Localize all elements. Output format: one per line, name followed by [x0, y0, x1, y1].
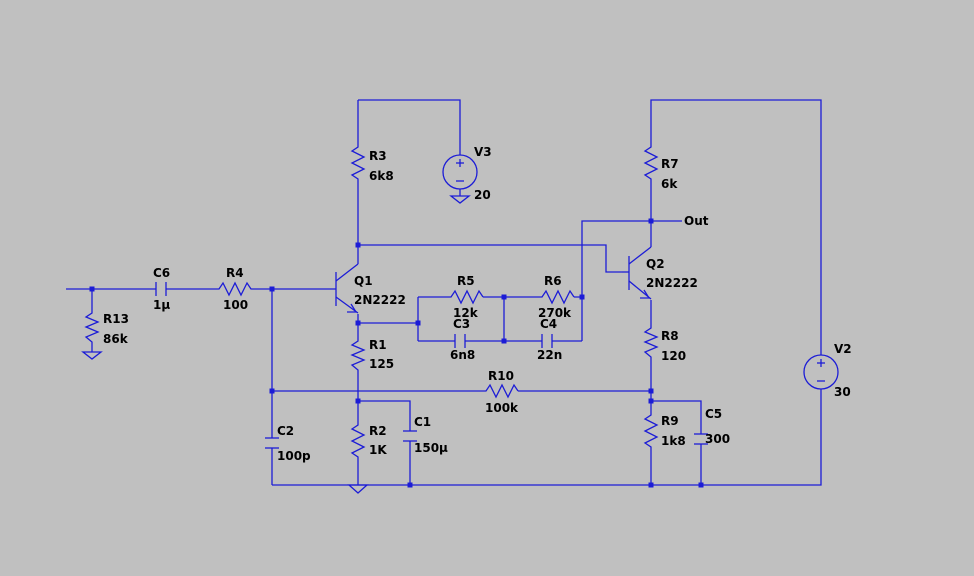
label-r4-name: R4: [226, 266, 244, 280]
label-r3-name: R3: [369, 149, 387, 163]
resistor-r6-symbol: [538, 289, 575, 305]
label-r2-name: R2: [369, 424, 387, 438]
label-c4-value: 22n: [537, 348, 562, 362]
transistor-q1-symbol: [330, 262, 359, 314]
label-q1-name: Q1: [354, 274, 373, 288]
label-r5-value: 12k: [453, 306, 479, 320]
transistor-q2-symbol: [622, 246, 652, 300]
resistor-r9-symbol: [643, 411, 659, 451]
junction-dot: [579, 294, 585, 300]
ground-icon: [347, 484, 369, 494]
ground-icon: [449, 195, 471, 204]
label-r7-name: R7: [661, 157, 679, 171]
junction-dot: [355, 398, 361, 404]
wire-c1-top: [358, 400, 411, 431]
label-c3-value: 6n8: [450, 348, 475, 362]
resistor-r10-symbol: [482, 383, 519, 399]
junction-dot: [648, 398, 654, 404]
label-c2-value: 100p: [277, 449, 311, 463]
component-labels: R3 6k8 V3 20 R7 6k Out C6 1µ R4 100 R13 …: [103, 145, 852, 463]
junctions: [89, 218, 704, 488]
label-r7-value: 6k: [661, 177, 678, 191]
label-q2-value: 2N2222: [646, 276, 698, 290]
label-c1-value: 150µ: [414, 441, 448, 455]
label-r9-name: R9: [661, 414, 679, 428]
label-r4-value: 100: [223, 298, 248, 312]
label-r13-name: R13: [103, 312, 129, 326]
junction-dot: [501, 338, 507, 344]
resistor-r8-symbol: [643, 325, 659, 365]
label-r8-value: 120: [661, 349, 686, 363]
junction-dot: [269, 286, 275, 292]
label-r3-value: 6k8: [369, 169, 394, 183]
junction-dot: [407, 482, 413, 488]
junction-dot: [698, 482, 704, 488]
voltage-source-v2-symbol: [803, 354, 839, 390]
label-r5-name: R5: [457, 274, 475, 288]
label-r1-name: R1: [369, 338, 387, 352]
wire-ground-rail: [272, 389, 822, 486]
label-r6-value: 270k: [538, 306, 572, 320]
label-c2-name: C2: [277, 424, 294, 438]
resistor-r3-symbol: [350, 143, 366, 183]
voltage-source-v3-symbol: [442, 153, 478, 196]
label-r13-value: 86k: [103, 332, 129, 346]
label-c4-name: C4: [540, 317, 557, 331]
resistor-r13-symbol: [84, 310, 100, 346]
label-q1-value: 2N2222: [354, 293, 406, 307]
label-r9-value: 1k8: [661, 434, 686, 448]
label-r10-name: R10: [488, 369, 514, 383]
capacitor-c6-symbol: [155, 282, 167, 296]
label-c5-value: 300: [705, 432, 730, 446]
label-r6-name: R6: [544, 274, 562, 288]
junction-dot: [89, 286, 95, 292]
capacitor-c4-symbol: [541, 334, 553, 348]
label-r8-name: R8: [661, 329, 679, 343]
resistor-r7-symbol: [643, 143, 659, 183]
wire-r3-top: [357, 99, 461, 153]
wire-r9-c5-top: [651, 400, 702, 434]
label-v2-value: 30: [834, 385, 851, 399]
label-v2-name: V2: [834, 342, 852, 356]
junction-dot: [501, 294, 507, 300]
wire-q1-emitter: [357, 314, 418, 324]
resistor-r4-symbol: [215, 281, 253, 297]
label-r1-value: 125: [369, 357, 394, 371]
capacitor-c2-symbol: [265, 437, 279, 449]
junction-dot: [269, 388, 275, 394]
resistor-r2-symbol: [350, 421, 366, 461]
label-v3-value: 20: [474, 188, 491, 202]
resistor-r5-symbol: [447, 289, 484, 305]
label-c5-name: C5: [705, 407, 722, 421]
wire-collector-to-q2: [358, 244, 622, 273]
label-c6-value: 1µ: [153, 298, 170, 312]
label-c1-name: C1: [414, 415, 431, 429]
junction-dot: [648, 388, 654, 394]
label-r10-value: 100k: [485, 401, 519, 415]
label-c6-name: C6: [153, 266, 170, 280]
junction-dot: [355, 242, 361, 248]
label-v3-name: V3: [474, 145, 492, 159]
junction-dot: [355, 320, 361, 326]
wire-network-right: [581, 220, 651, 341]
label-c3-name: C3: [453, 317, 470, 331]
wires: [66, 99, 822, 486]
resistor-r1-symbol: [350, 338, 366, 374]
label-out-net: Out: [684, 214, 709, 228]
capacitor-c3-symbol: [454, 334, 466, 348]
label-q2-name: Q2: [646, 257, 665, 271]
junction-dot: [648, 218, 654, 224]
junction-dot: [648, 482, 654, 488]
ground-icon: [81, 351, 103, 360]
capacitor-c1-symbol: [403, 430, 417, 442]
label-r2-value: 1K: [369, 443, 387, 457]
junction-dot: [415, 320, 421, 326]
wire-r7-top: [650, 99, 822, 355]
capacitor-c5-symbol: [694, 433, 708, 445]
